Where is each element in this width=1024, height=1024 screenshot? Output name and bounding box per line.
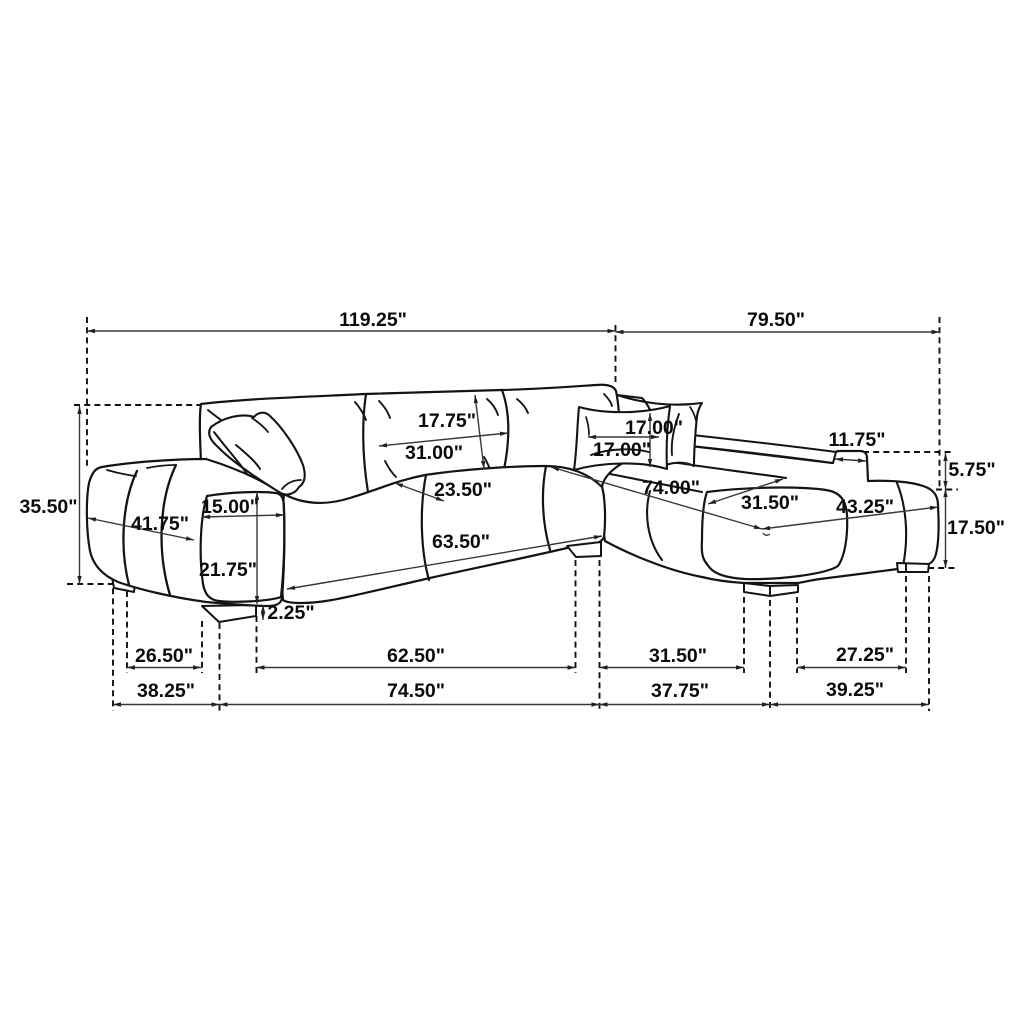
svg-text:31.50": 31.50" [741,492,799,514]
svg-text:17.00": 17.00" [593,439,651,461]
svg-text:41.75": 41.75" [131,513,189,535]
svg-text:119.25": 119.25" [339,309,407,331]
svg-text:23.50": 23.50" [434,479,492,501]
svg-text:79.50": 79.50" [747,309,805,331]
svg-text:74.50": 74.50" [387,680,445,702]
svg-text:17.00": 17.00" [625,417,683,439]
svg-text:17.75": 17.75" [418,410,476,432]
svg-text:62.50": 62.50" [387,645,445,667]
svg-text:21.75": 21.75" [199,559,257,581]
svg-text:17.50": 17.50" [947,517,1005,539]
svg-text:2.25": 2.25" [267,602,314,624]
svg-text:74.00": 74.00" [642,477,700,499]
svg-text:38.25": 38.25" [137,680,195,702]
svg-text:26.50": 26.50" [135,645,193,667]
svg-text:37.75": 37.75" [651,680,709,702]
svg-text:43.25": 43.25" [836,496,894,518]
svg-text:31.50": 31.50" [649,645,707,667]
svg-text:31.00": 31.00" [405,442,463,464]
svg-text:5.75": 5.75" [948,459,995,481]
svg-text:11.75": 11.75" [829,429,886,451]
svg-text:63.50": 63.50" [432,531,490,553]
svg-text:15.00": 15.00" [201,496,259,518]
svg-text:35.50": 35.50" [19,496,77,518]
svg-text:27.25": 27.25" [836,644,894,666]
svg-text:39.25": 39.25" [826,679,884,701]
